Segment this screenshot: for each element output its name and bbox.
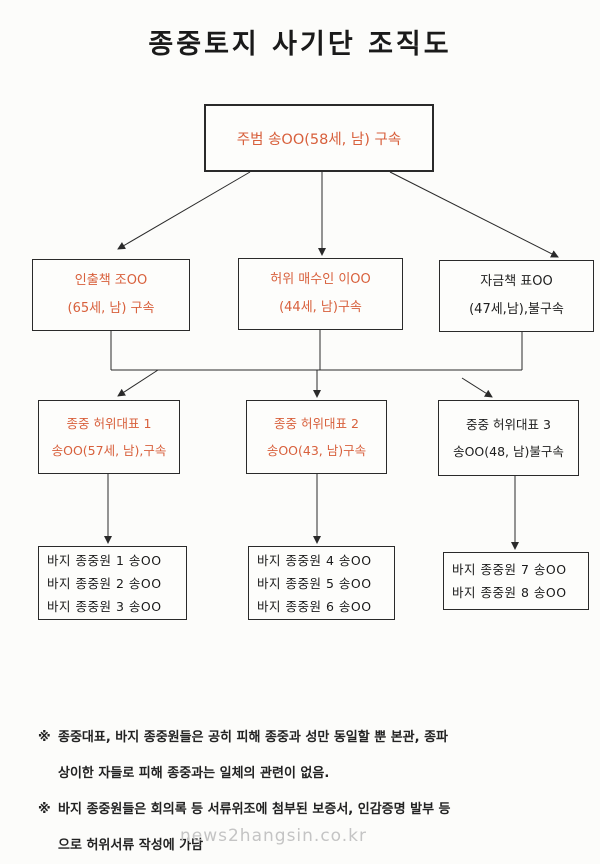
fake-rep3-label: 중중 허위대표 3 bbox=[466, 417, 551, 432]
withdrawer-detail: (65세, 남) 구속 bbox=[67, 301, 155, 316]
page-title: 종중토지 사기단 조직도 bbox=[148, 29, 452, 60]
members-group-1: 바지 종중원 1 송OO 바지 종중원 2 송OO 바지 종중원 3 송OO bbox=[38, 546, 187, 620]
arrow-leader-to-fund-manager bbox=[389, 171, 559, 258]
fake-rep3-detail: 송OO(48, 남)불구속 bbox=[453, 444, 564, 459]
arrow-bus-to-rep1 bbox=[117, 369, 159, 397]
fake-buyer-detail: (44세, 남)구속 bbox=[279, 300, 362, 315]
leader-label: 주범 송OO(58세, 남) 구속 bbox=[236, 131, 402, 148]
member-item: 바지 종중원 2 송OO bbox=[47, 575, 162, 591]
fund-manager-label: 자금책 표OO bbox=[480, 274, 553, 289]
member-item: 바지 종중원 4 송OO bbox=[257, 552, 372, 568]
note-1-line-2: 상이한 자들로 피해 종중과는 일체의 관련이 없음. bbox=[58, 766, 330, 781]
fake-rep2-detail: 송OO(43, 남)구속 bbox=[266, 443, 367, 458]
note-mark: ※ bbox=[38, 802, 51, 817]
member-item: 바지 종중원 5 송OO bbox=[257, 575, 372, 591]
fake-rep3-box: 중중 허위대표 3 송OO(48, 남)불구속 bbox=[438, 400, 579, 476]
fake-buyer-label: 허위 매수인 이OO bbox=[270, 272, 371, 287]
note-1-line-1: ※ 종중대표, 바지 종중원들은 공히 피해 종중과 성만 동일할 뿐 본관, 종… bbox=[38, 720, 578, 756]
note-2-text-a: 바지 종중원들은 회의록 등 서류위조에 첨부된 보증서, 인감증명 발부 등 bbox=[58, 802, 451, 817]
fake-rep1-box: 종중 허위대표 1 송OO(57세, 남),구속 bbox=[38, 400, 180, 474]
leader-box: 주범 송OO(58세, 남) 구속 bbox=[204, 104, 434, 172]
withdrawer-box: 인출책 조OO (65세, 남) 구속 bbox=[32, 259, 190, 331]
members-group-2: 바지 종중원 4 송OO 바지 종중원 5 송OO 바지 종중원 6 송OO bbox=[248, 546, 395, 620]
fake-rep1-detail: 송OO(57세, 남),구속 bbox=[51, 443, 167, 458]
members-group-3: 바지 종중원 7 송OO 바지 종중원 8 송OO bbox=[443, 552, 589, 610]
arrow-bus-to-rep3 bbox=[461, 377, 493, 398]
fake-rep1-label: 종중 허위대표 1 bbox=[66, 416, 152, 431]
fund-manager-detail: (47세,남),불구속 bbox=[469, 302, 564, 317]
withdrawer-label: 인출책 조OO bbox=[74, 273, 148, 288]
note-1-text-a: 종중대표, 바지 종중원들은 공히 피해 종중과 성만 동일할 뿐 본관, 종파 bbox=[58, 730, 449, 745]
arrow-leader-to-withdrawer bbox=[117, 171, 251, 250]
note-2-line-1: ※ 바지 종중원들은 회의록 등 서류위조에 첨부된 보증서, 인감증명 발부 등 bbox=[38, 792, 578, 828]
footnotes: ※ 종중대표, 바지 종중원들은 공히 피해 종중과 성만 동일할 뿐 본관, 종… bbox=[38, 720, 578, 864]
note-2-line-2: 으로 허위서류 작성에 가담 bbox=[58, 838, 204, 853]
note-mark: ※ bbox=[38, 730, 51, 745]
member-item: 바지 종중원 8 송OO bbox=[452, 585, 567, 600]
member-item: 바지 종중원 7 송OO bbox=[452, 562, 567, 577]
fake-rep2-label: 종중 허위대표 2 bbox=[274, 416, 359, 431]
fake-rep2-box: 종중 허위대표 2 송OO(43, 남)구속 bbox=[246, 400, 387, 474]
fund-manager-box: 자금책 표OO (47세,남),불구속 bbox=[439, 260, 594, 332]
member-item: 바지 종중원 3 송OO bbox=[47, 598, 162, 614]
watermark: news2hangsin.co.kr bbox=[180, 826, 368, 846]
member-item: 바지 종중원 6 송OO bbox=[257, 598, 372, 614]
fake-buyer-box: 허위 매수인 이OO (44세, 남)구속 bbox=[238, 258, 403, 330]
member-item: 바지 종중원 1 송OO bbox=[47, 552, 162, 568]
